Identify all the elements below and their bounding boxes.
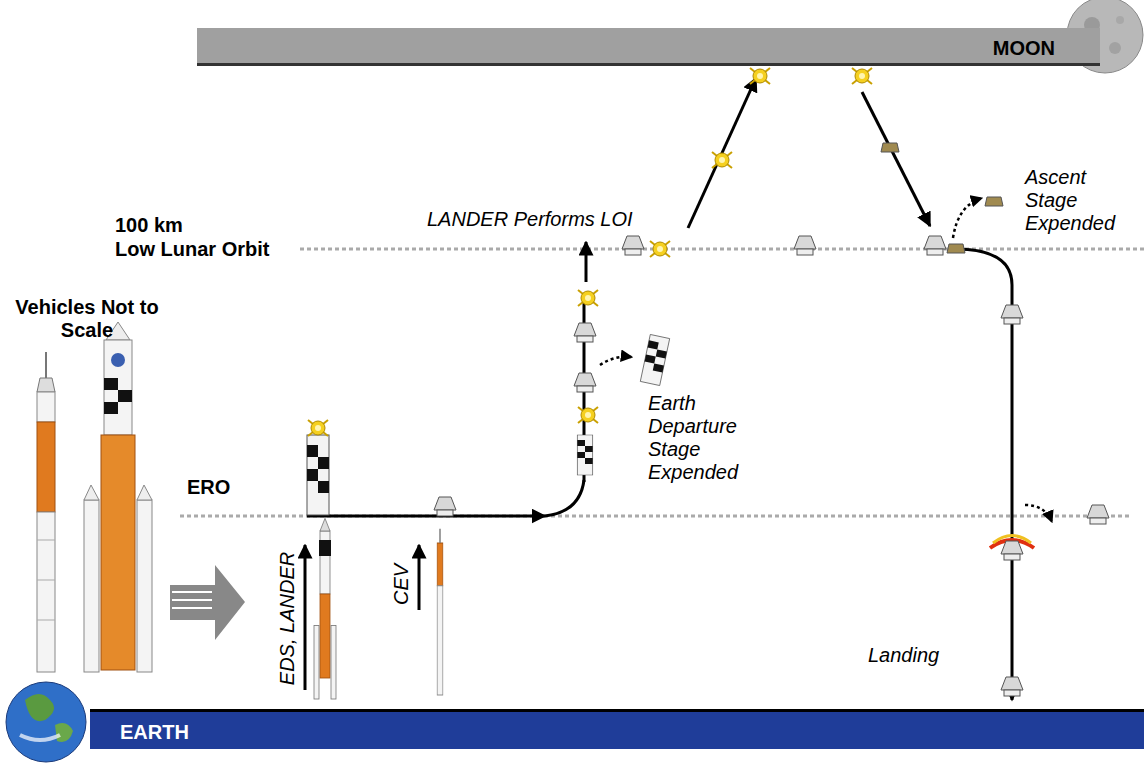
event-note: Ascent Stage Expended [1025, 166, 1137, 235]
event-note: LANDER Performs LOI [427, 208, 633, 231]
earth-band: EARTH [90, 709, 1144, 749]
event-note: Landing [868, 644, 939, 667]
launch-label: EDS, LANDER [277, 551, 300, 684]
moon-band: MOON [197, 28, 1100, 66]
orbit-label: ERO [187, 476, 230, 499]
orbit-label: Low Lunar Orbit [115, 238, 269, 261]
band-label: EARTH [120, 721, 189, 744]
launch-label: CEV [391, 563, 414, 604]
scale-note: Vehicles Not to Scale [12, 296, 162, 342]
band-label: MOON [993, 37, 1055, 60]
orbit-label: 100 km [115, 214, 183, 237]
event-note: Earth Departure Stage Expended [648, 392, 766, 484]
